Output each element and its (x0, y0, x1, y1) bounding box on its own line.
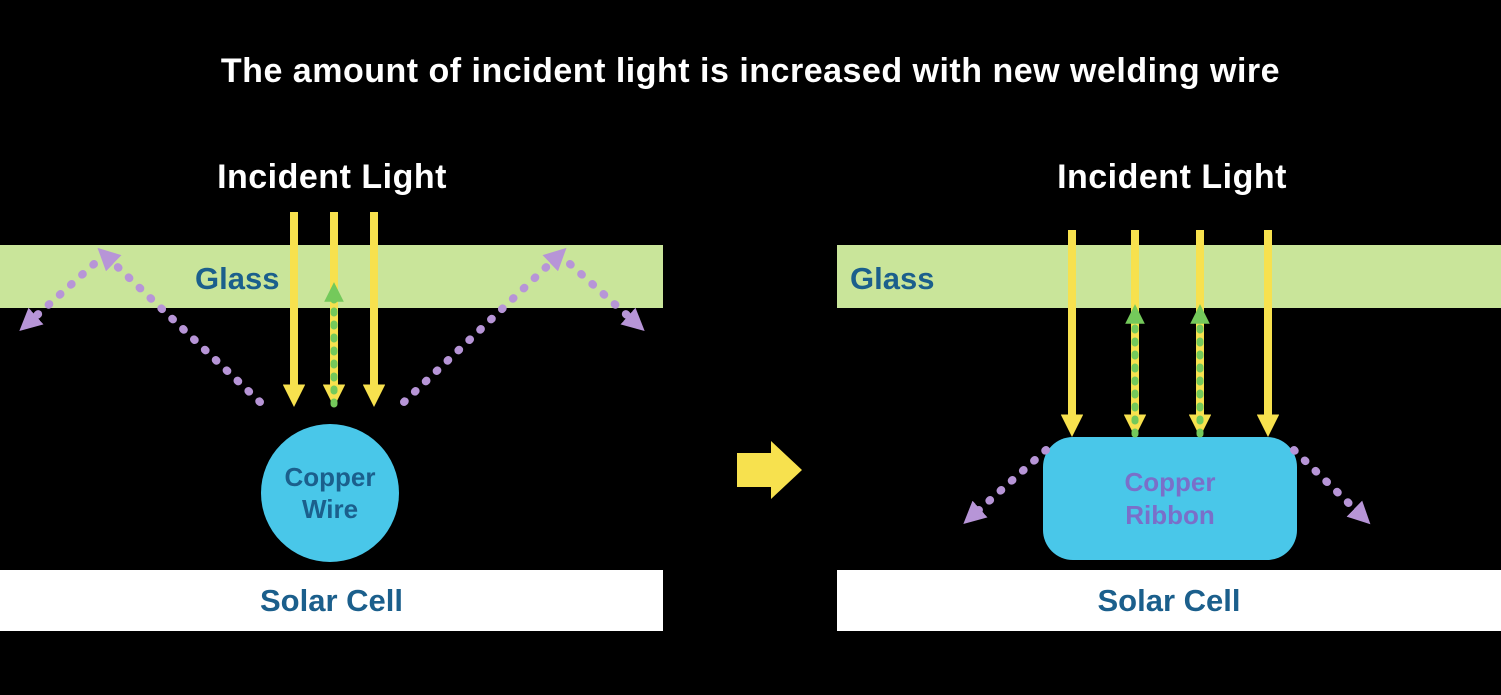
copper-ribbon-label: Copper Ribbon (1124, 467, 1216, 530)
copper-wire-label: Copper Wire (284, 461, 376, 525)
transition-arrow-icon (737, 441, 802, 499)
solar-cell-left: Solar Cell (0, 570, 663, 631)
glass-band-right (837, 245, 1501, 308)
solar-cell-label-left: Solar Cell (260, 582, 403, 618)
reflected-rays-right-icon (1125, 304, 1210, 438)
copper-wire-shape: Copper Wire (261, 424, 399, 562)
solar-cell-label-right: Solar Cell (1097, 582, 1241, 618)
solar-cell-right: Solar Cell (837, 570, 1501, 631)
glass-band-left (0, 245, 663, 308)
glass-label-right: Glass (850, 261, 935, 296)
diagram-title: The amount of incident light is increase… (220, 52, 1281, 90)
copper-ribbon-shape: Copper Ribbon (1043, 437, 1297, 560)
incident-light-label-right: Incident Light (1057, 158, 1287, 196)
incident-light-label-left: Incident Light (217, 158, 447, 196)
glass-label-left: Glass (195, 261, 280, 296)
